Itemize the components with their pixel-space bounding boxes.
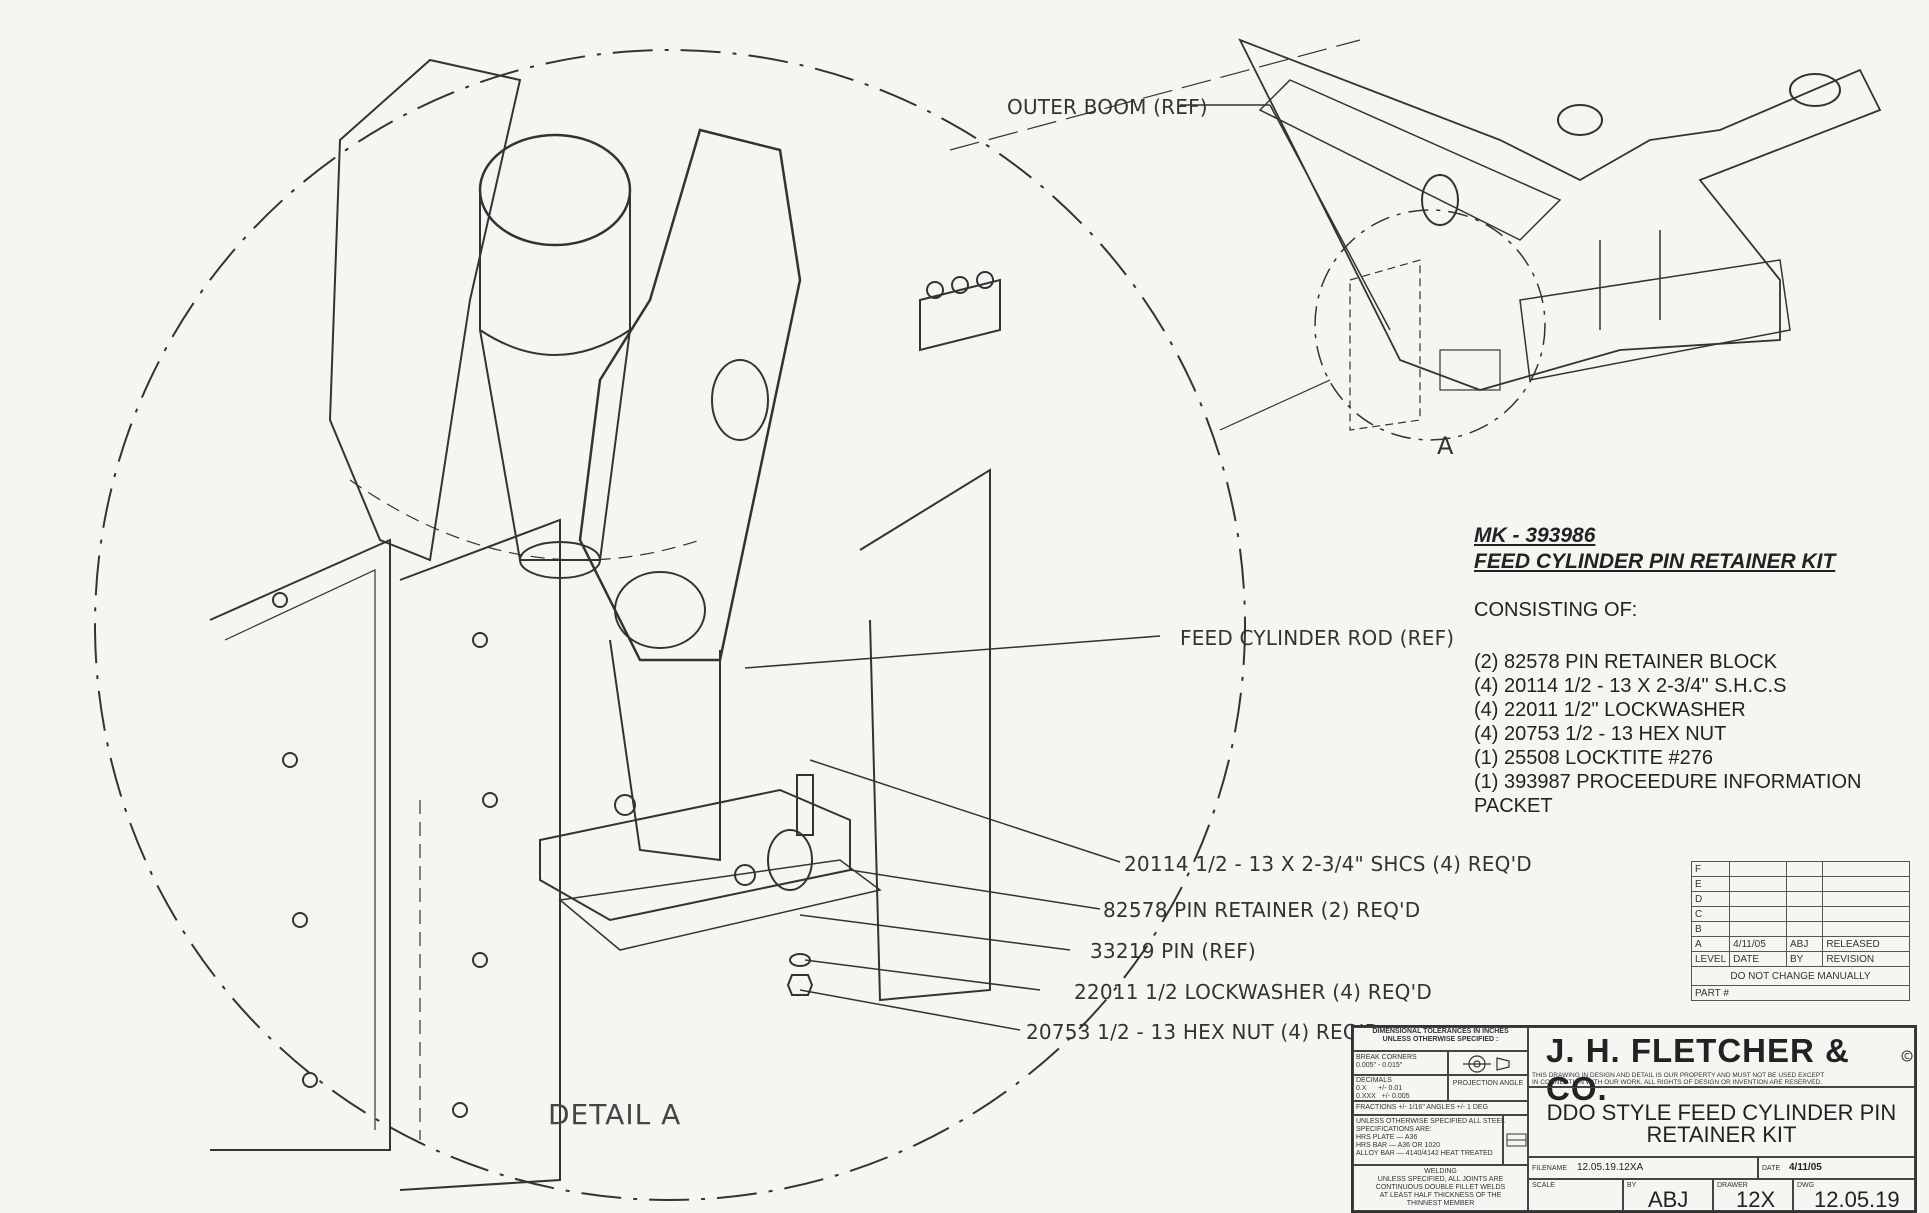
rev-level: F	[1690, 861, 1731, 877]
callout-feed-cylinder-rod: FEED CYLINDER ROD (REF)	[1180, 626, 1455, 650]
by-box: BY ABJ	[1623, 1179, 1713, 1212]
rev-level: A	[1690, 936, 1731, 952]
kit-item: (4) 20753 1/2 - 13 HEX NUT	[1474, 723, 1727, 745]
detail-label: DETAIL A	[548, 1098, 682, 1131]
steel-spec: UNLESS OTHERWISE SPECIFIED ALL STEEL SPE…	[1353, 1115, 1505, 1165]
by-label: BY	[1627, 1182, 1637, 1189]
break-corners: BREAK CORNERS 0.005" - 0.015"	[1353, 1051, 1448, 1075]
welding-note: WELDING UNLESS SPECIFIED, ALL JOINTS ARE…	[1353, 1165, 1528, 1211]
kit-item: (4) 22011 1/2" LOCKWASHER	[1474, 699, 1746, 721]
drawing-title-box: DDO STYLE FEED CYLINDER PIN RETAINER KIT	[1528, 1087, 1915, 1157]
kit-item-list: (2) 82578 PIN RETAINER BLOCK (4) 20114 1…	[1474, 650, 1862, 818]
decimals: DECIMALS 0.X +/- 0.01 0.XXX +/- 0.005	[1353, 1075, 1448, 1101]
filename-value: 12.05.19.12XA	[1577, 1162, 1644, 1173]
company-box: J. H. FLETCHER & CO. THIS DRAWING IN DES…	[1528, 1027, 1915, 1107]
ownership-notice: THIS DRAWING IN DESIGN AND DETAIL IS OUR…	[1532, 1072, 1825, 1086]
drawer-label: DRAWER	[1717, 1182, 1748, 1189]
rev-header-by: BY	[1785, 951, 1824, 967]
dwg-label: DWG	[1797, 1182, 1815, 1189]
scale-label: SCALE	[1532, 1182, 1555, 1189]
kit-description: MK - 393986 FEED CYLINDER PIN RETAINER K…	[1474, 523, 1862, 818]
projection-symbol-box	[1448, 1051, 1528, 1075]
rev-header-date: DATE	[1729, 951, 1787, 967]
scale-box: SCALE	[1528, 1179, 1623, 1211]
company-name: J. H. FLETCHER & CO.	[1546, 1032, 1850, 1107]
callout-outer-boom: OUTER BOOM (REF)	[1007, 95, 1208, 119]
dwg-box: DWG 12.05.19	[1793, 1179, 1915, 1212]
rev-date: 4/11/05	[1729, 936, 1787, 952]
kit-number: MK - 393986	[1474, 524, 1596, 547]
projection-angle-label: PROJECTION ANGLE	[1448, 1075, 1528, 1101]
kit-consisting-of: CONSISTING OF:	[1474, 599, 1638, 621]
weld-symbol-box	[1503, 1115, 1528, 1165]
rev-by: ABJ	[1785, 936, 1824, 952]
kit-item: (1) 25508 LOCKTITE #276	[1474, 747, 1714, 769]
rev-header-revision: REVISION	[1822, 951, 1910, 967]
date-label: DATE	[1762, 1165, 1781, 1172]
rev-level: C	[1690, 906, 1731, 922]
copyright-icon	[1901, 1050, 1913, 1062]
kit-item: PACKET	[1474, 795, 1553, 817]
rev-level: E	[1690, 876, 1731, 892]
dwg-value: 12.05.19	[1814, 1187, 1900, 1212]
drawer-box: DRAWER 12X	[1713, 1179, 1793, 1212]
tolerances-title: DIMENSIONAL TOLERANCES IN INCHES UNLESS …	[1353, 1027, 1528, 1051]
projection-angle-icon	[1463, 1055, 1510, 1073]
kit-item: (1) 393987 PROCEEDURE INFORMATION	[1474, 771, 1862, 793]
rev-level: D	[1690, 891, 1731, 907]
fractions-angles: FRACTIONS +/- 1/16" ANGLES +/- 1 DEG	[1353, 1101, 1528, 1115]
revision-table: F E D C B A 4/11/05 ABJ RELEASED LEVEL D…	[1690, 861, 1910, 1001]
weld-symbol-icon	[1506, 1133, 1527, 1147]
by-value: ABJ	[1648, 1187, 1689, 1212]
kit-item: (4) 20114 1/2 - 13 X 2-3/4" S.H.C.S	[1474, 675, 1787, 697]
rev-level: B	[1690, 921, 1731, 937]
kit-name: FEED CYLINDER PIN RETAINER KIT	[1474, 550, 1836, 573]
callout-hex-nut: 20753 1/2 - 13 HEX NUT (4) REQ'D	[1026, 1020, 1381, 1044]
filename-label: FILENAME	[1532, 1165, 1568, 1172]
rev-description: RELEASED	[1822, 936, 1910, 952]
drawer-value: 12X	[1736, 1187, 1776, 1212]
overview-detail-circle	[1314, 209, 1546, 441]
date-value: 4/11/05	[1789, 1162, 1822, 1173]
callout-lockwasher: 22011 1/2 LOCKWASHER (4) REQ'D	[1074, 980, 1432, 1004]
filename-box: FILENAME 12.05.19.12XA	[1528, 1157, 1758, 1179]
rev-note: DO NOT CHANGE MANUALLY	[1691, 966, 1910, 986]
part-number-label: PART #	[1691, 985, 1910, 1001]
drawing-title: DDO STYLE FEED CYLINDER PIN RETAINER KIT	[1546, 1100, 1897, 1147]
detail-marker: A	[1437, 432, 1454, 460]
callout-pin-retainer: 82578 PIN RETAINER (2) REQ'D	[1103, 898, 1421, 922]
kit-item: (2) 82578 PIN RETAINER BLOCK	[1474, 651, 1778, 673]
date-box: DATE 4/11/05	[1758, 1157, 1915, 1179]
title-block: DIMENSIONAL TOLERANCES IN INCHES UNLESS …	[1351, 1025, 1917, 1213]
callout-pin: 33219 PIN (REF)	[1090, 939, 1256, 963]
callout-shcs: 20114 1/2 - 13 X 2-3/4" SHCS (4) REQ'D	[1124, 852, 1532, 876]
detail-circle	[94, 49, 1246, 1201]
rev-header-level: LEVEL	[1690, 951, 1731, 967]
